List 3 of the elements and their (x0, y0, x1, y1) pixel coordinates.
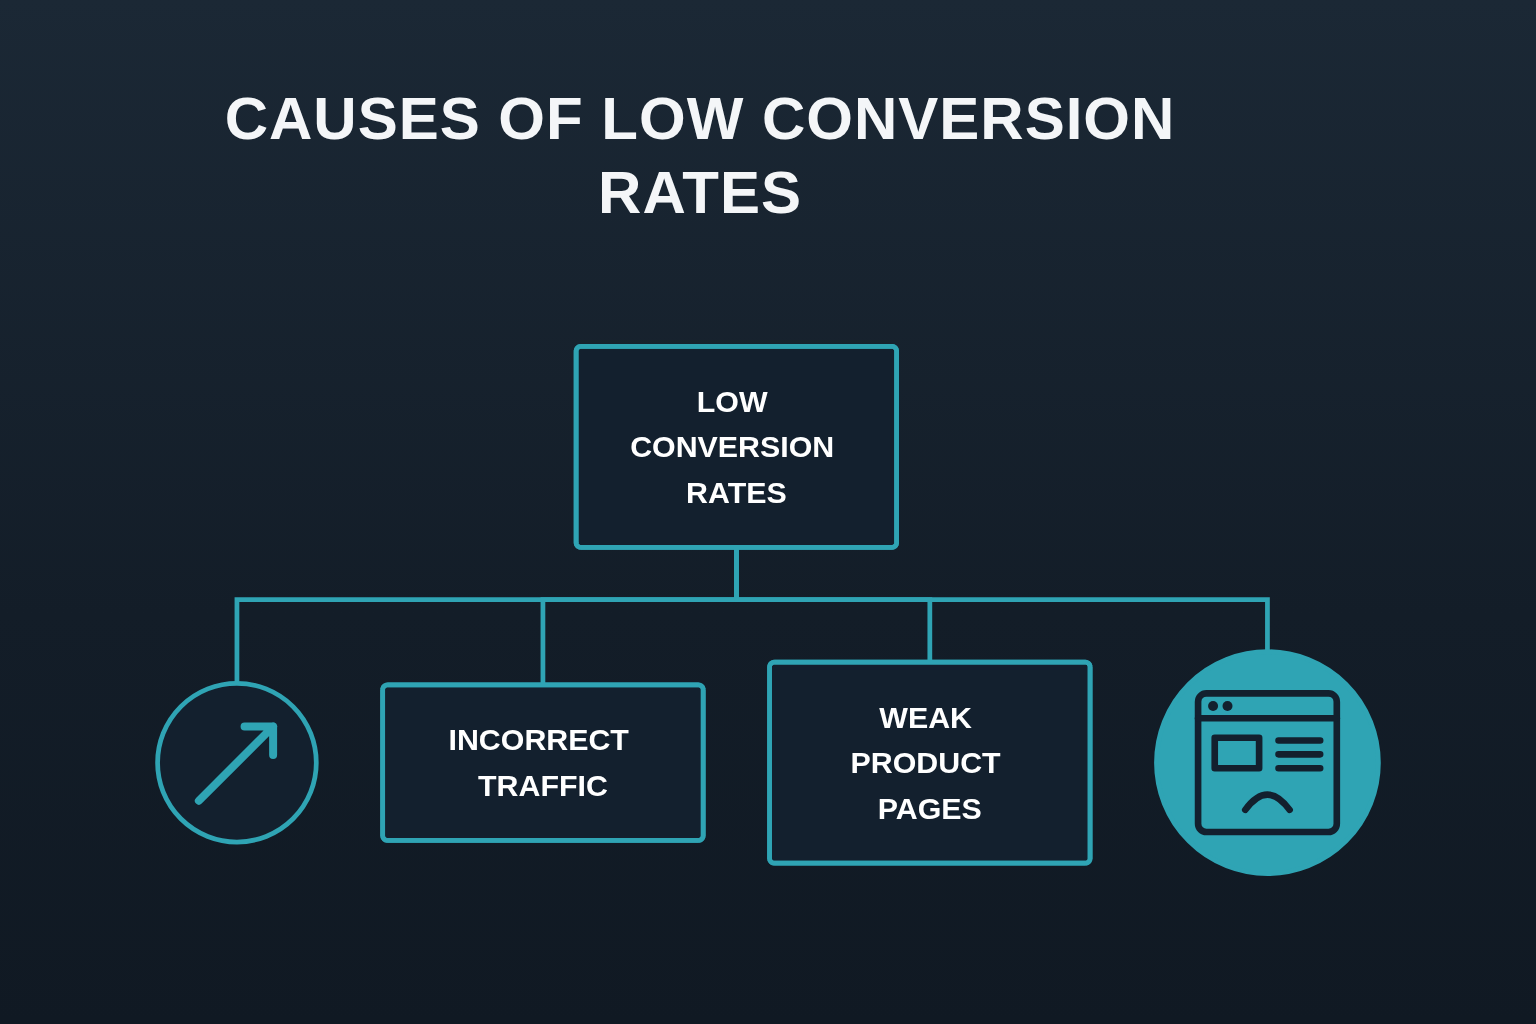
node-circle (1154, 649, 1381, 876)
node-circle (155, 680, 319, 845)
diagram-title: CAUSES OF LOW CONVERSION RATES (223, 84, 1177, 228)
